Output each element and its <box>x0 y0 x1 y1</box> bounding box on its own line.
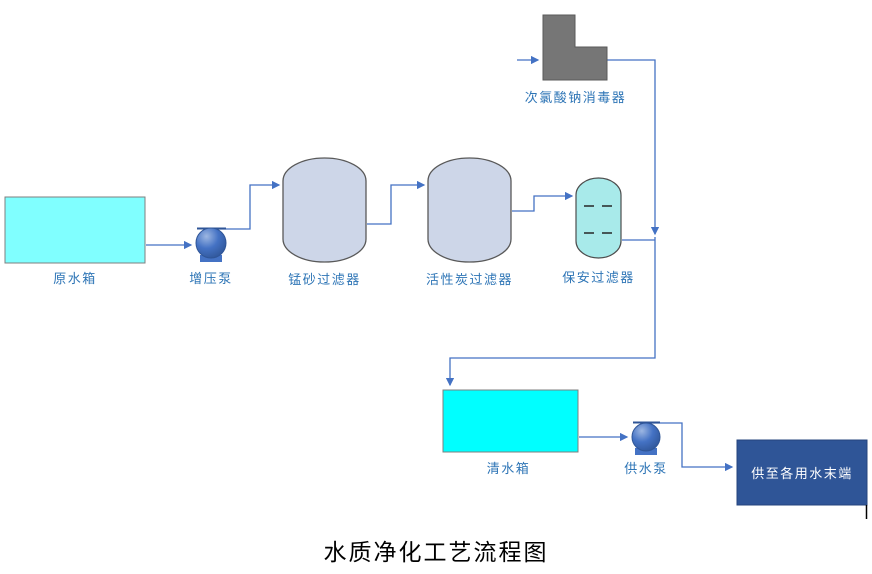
pipe-manganese-to-carbon-filter <box>367 180 426 225</box>
pipe-junction-to-cleantank <box>445 237 656 387</box>
pipe-carbon-to-cartridge-filter <box>512 191 574 212</box>
clean-water-tank-label: 清水箱 <box>486 461 531 476</box>
manganese-filter-label: 锰砂过滤器 <box>288 272 361 287</box>
cartridge-filter-label: 保安过滤器 <box>562 270 635 285</box>
raw-water-tank-label: 原水箱 <box>53 271 97 286</box>
booster-pump-label: 增压泵 <box>189 271 233 286</box>
pipe-supplypump-to-terminal <box>646 422 734 472</box>
clean-water-tank-shape <box>442 389 579 453</box>
disinfector-shape <box>542 14 608 81</box>
booster-pump-body <box>195 227 227 259</box>
disinfector-label: 次氯酸钠消毒器 <box>524 90 627 105</box>
carbon-filter-label: 活性炭过滤器 <box>425 272 513 287</box>
supply-pump-shape <box>631 421 661 455</box>
terminal-box-label: 供至各用水末端 <box>751 466 853 481</box>
cartridge-filter-shape <box>575 177 622 259</box>
supply-pump-body <box>631 422 661 452</box>
supply-pump-label: 供水泵 <box>624 461 668 476</box>
carbon-filter-shape <box>427 157 512 263</box>
terminal-box-shape <box>736 439 868 506</box>
manganese-filter-shape <box>282 157 367 263</box>
raw-water-tank-shape <box>4 196 146 264</box>
pipes <box>146 55 734 472</box>
cartridge-filter-body <box>575 177 622 259</box>
pipe-boosterpump-to-manganese-filter <box>211 180 281 230</box>
pipe-disinfector-to-junction <box>607 59 660 236</box>
diagram-title: 水质净化工艺流程图 <box>323 540 549 565</box>
booster-pump-shape <box>195 227 227 262</box>
